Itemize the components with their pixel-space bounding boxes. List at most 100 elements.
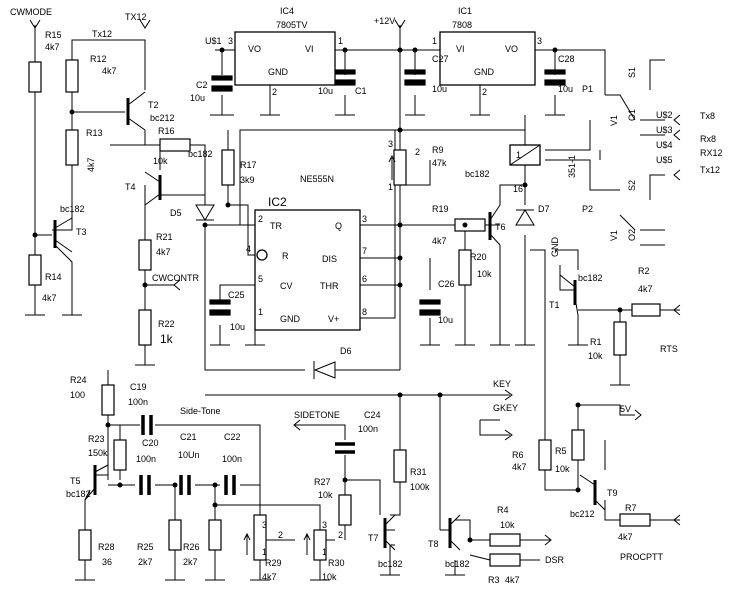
pin-number: 3 (388, 139, 393, 149)
label-r20-value: 10k (477, 269, 492, 279)
label-t9-type: bc212 (570, 509, 595, 519)
pin-number: 3 (228, 36, 233, 46)
label-r12: R12 (90, 54, 107, 64)
label-gnd: GND (550, 237, 560, 258)
label-c25-value: 10u (230, 322, 245, 332)
label-pin-dis: DIS (322, 254, 337, 264)
pin-number: 8 (362, 307, 367, 317)
label-r28-value: 36 (102, 557, 112, 567)
label-r25: R25 (137, 542, 154, 552)
label-c25: C25 (228, 290, 245, 300)
capacitor-c24 (335, 442, 355, 454)
resistor-r17 (221, 149, 235, 186)
transistor-t7 (383, 514, 396, 551)
resistor-r20 (458, 249, 472, 286)
label-o2: O2 (627, 229, 637, 241)
label-r4-value: 10k (500, 520, 515, 530)
resistor-r5 (571, 429, 585, 461)
resistor-r31 (393, 449, 407, 483)
label-d7: D7 (538, 204, 550, 214)
label-tx8: Tx8 (700, 111, 715, 121)
label-r9-value: 47k (432, 158, 447, 168)
label-r24: R24 (70, 375, 87, 385)
ic2-reset-bubble (256, 249, 268, 261)
pin-number: 1 (388, 182, 393, 192)
pin-number: 16 (513, 184, 523, 194)
pin-number: 1 (322, 547, 327, 557)
label-c28-value: 10u (558, 84, 573, 94)
label-r7-value: 4k7 (618, 532, 633, 542)
pin-number: 3 (362, 214, 367, 224)
label-r30-value: 10k (322, 572, 337, 582)
label-ic1-vi: VI (456, 44, 465, 54)
label-r7: R7 (625, 503, 637, 513)
label-5v: 5V (620, 404, 631, 414)
capacitor-c1 (334, 69, 356, 86)
label-c2: C2 (196, 80, 208, 90)
label-c19-value: 100n (128, 397, 148, 407)
label-ic4-gnd: GND (268, 67, 289, 77)
resistor-r19 (454, 218, 486, 232)
label-t3-type: bc182 (60, 204, 85, 214)
label-r16: R16 (158, 126, 175, 136)
label-c27-value: 10u (432, 84, 447, 94)
label-pin-tr: TR (270, 221, 282, 231)
label-r31-value: 100k (410, 482, 430, 492)
resistor-r21 (138, 239, 152, 271)
label-t5: T5 (70, 476, 81, 486)
label-pin-gnd: GND (280, 314, 301, 324)
label-c27: C27 (432, 54, 449, 64)
label-pin-r: R (282, 251, 289, 261)
transistor-t3 (53, 217, 73, 253)
label-c24: C24 (364, 410, 381, 420)
resistor-r23 (113, 439, 127, 471)
label-t7-type: bc182 (378, 559, 403, 569)
label-c26-value: 10u (438, 315, 453, 325)
label-c2-value: 10u (190, 93, 205, 103)
label-r3-value: 4k7 (505, 575, 520, 585)
label-c22: C22 (224, 432, 241, 442)
label-pin-thr: THR (320, 281, 339, 291)
label-v1-top: V1 (609, 115, 619, 126)
label-rx8: Rx8 (700, 134, 716, 144)
label-r4: R4 (497, 505, 509, 515)
label-r28: R28 (98, 542, 115, 552)
label-t9: T9 (607, 488, 618, 498)
pin-number: 2 (415, 147, 420, 157)
label-c1-value: 10u (318, 86, 333, 96)
label-t2: T2 (148, 100, 159, 110)
label-c24-value: 100n (358, 424, 378, 434)
label-ic1-type: 7808 (452, 20, 472, 30)
label-r21: R21 (156, 232, 173, 242)
capacitor-c20 (139, 475, 151, 495)
label-r17: R17 (240, 160, 257, 170)
pin-number: 3 (537, 36, 542, 46)
label-r15: R15 (45, 30, 62, 40)
label-r1-value: 10k (588, 351, 603, 361)
label-r17-value: 3k9 (240, 175, 255, 185)
capacitor-c19 (141, 415, 153, 435)
label-plus12v: +12V (374, 16, 395, 26)
ic4-body (234, 31, 336, 86)
ic2-body (254, 209, 361, 331)
label-tx12-line: Tx12 (92, 29, 112, 39)
pin-number: 7 (362, 246, 367, 256)
label-rts: RTS (660, 344, 678, 354)
label-t8: T8 (428, 539, 439, 549)
label-r1: R1 (590, 337, 602, 347)
resistor-r22 (138, 309, 152, 346)
pin-number: 3 (262, 520, 267, 530)
resistor-r13 (65, 129, 79, 166)
label-c19: C19 (130, 382, 147, 392)
capacitors (139, 69, 566, 495)
pin-number: 2 (272, 87, 277, 97)
label-relay-transistor: bc182 (465, 169, 490, 179)
label-r2: R2 (638, 266, 650, 276)
label-ic1-gnd: GND (474, 67, 495, 77)
diode-d6 (313, 361, 336, 379)
capacitor-c2 (211, 75, 233, 92)
resistor-r4 (489, 533, 521, 547)
label-r30: R30 (328, 558, 345, 568)
resistor-r2 (631, 303, 661, 317)
label-t6: T6 (495, 222, 506, 232)
